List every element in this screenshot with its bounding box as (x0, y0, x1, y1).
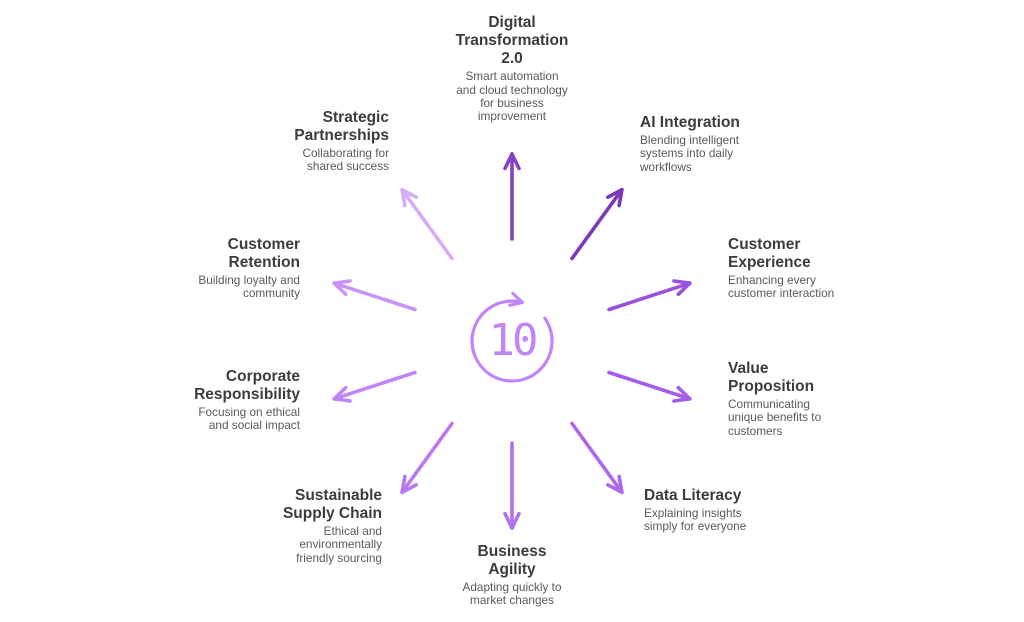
digital-transformation-arrowhead (510, 152, 521, 171)
topic-title: Corporate Responsibility (194, 368, 300, 404)
digital-transformation-arrowhead (503, 152, 514, 171)
topic-title: Digital Transformation 2.0 (455, 14, 569, 68)
topic-description: Adapting quickly to market changes (462, 580, 562, 608)
topic-title: Sustainable Supply Chain (282, 487, 382, 523)
topic-description: Ethical and environmentally friendly sou… (296, 524, 382, 565)
topic-description: Building loyalty and community (198, 273, 300, 301)
data-literacy-arrow-icon (570, 421, 624, 495)
ai-integration-arrowhead (617, 187, 624, 208)
topic-title: AI Integration (640, 114, 740, 131)
customer-experience-arrow-icon (607, 279, 692, 312)
data-literacy-arrowhead (617, 474, 624, 495)
ai-integration-arrowhead (606, 187, 624, 199)
cycle-arrowhead (508, 291, 524, 307)
sustainable-supply-chain-arrowhead (400, 483, 418, 495)
topic-description: Enhancing every customer interaction (728, 273, 835, 301)
strategic-partnerships-arrowhead (400, 187, 407, 208)
sustainable-supply-chain-arrowhead (400, 474, 407, 495)
sustainable-supply-chain-arrow-icon (400, 421, 454, 495)
topic-description: Blending intelligent systems into daily … (640, 133, 740, 174)
value-proposition-arrow-icon (607, 370, 692, 403)
business-agility-arrow-icon (503, 441, 521, 530)
strategic-partnerships-arrow-shaft (400, 187, 454, 261)
strategic-partnerships-arrowhead (400, 187, 418, 199)
ai-integration-arrow-icon (570, 187, 624, 261)
business-agility-arrowhead (503, 511, 514, 530)
corporate-responsibility-arrow-shaft (332, 370, 417, 401)
topic-title: Customer Retention (227, 236, 300, 272)
topic-description: Focusing on ethical and social impact (198, 405, 300, 433)
topic-description: Communicating unique benefits to custome… (728, 397, 822, 438)
strategic-partnerships-arrow-icon (400, 187, 454, 261)
data-literacy-arrowhead (606, 483, 624, 495)
topic-title: Data Literacy (644, 487, 742, 504)
topic-title: Business Agility (477, 543, 547, 579)
customer-retention-arrowhead (332, 279, 352, 285)
customer-retention-arrow-icon (332, 279, 417, 312)
topic-description: Collaborating for shared success (302, 146, 389, 174)
topic-title: Value Proposition (728, 360, 815, 396)
value-proposition-arrowhead (672, 397, 692, 403)
corporate-responsibility-arrow-icon (332, 370, 417, 403)
sustainable-supply-chain-arrow-shaft (400, 421, 454, 495)
customer-retention-arrow-shaft (332, 281, 417, 312)
topic-title: Strategic Partnerships (294, 109, 389, 145)
customer-experience-arrow-shaft (607, 281, 692, 312)
corporate-responsibility-arrowhead (332, 385, 348, 401)
center-count-label: 10 (489, 315, 536, 366)
topic-description: Explaining insights simply for everyone (644, 506, 747, 534)
ai-integration-arrow-shaft (570, 187, 624, 261)
data-literacy-arrow-shaft (570, 421, 624, 495)
cycle-circle-stroke (470, 299, 554, 383)
radial-arrows (332, 152, 692, 530)
digital-transformation-arrow-icon (503, 152, 521, 241)
topic-description: Smart automation and cloud technology fo… (456, 69, 568, 123)
value-proposition-arrow-shaft (607, 370, 692, 401)
corporate-responsibility-arrowhead (332, 397, 352, 403)
topic-title: Customer Experience (728, 236, 811, 272)
customer-experience-arrowhead (672, 279, 692, 285)
customer-retention-arrowhead (332, 281, 348, 297)
business-agility-arrowhead (510, 511, 521, 530)
customer-experience-arrowhead (676, 281, 692, 297)
cycle-arrow-icon (470, 291, 554, 383)
value-proposition-arrowhead (676, 385, 692, 401)
